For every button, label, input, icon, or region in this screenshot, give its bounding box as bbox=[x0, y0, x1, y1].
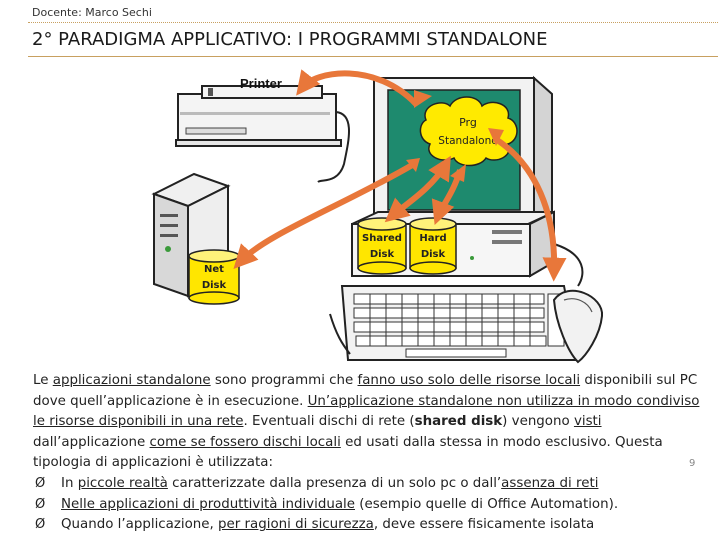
text-segment: ) vengono bbox=[502, 414, 574, 430]
text-segment-emph: assenza di reti bbox=[501, 475, 599, 491]
bullet-arrow-icon: Ø bbox=[35, 475, 46, 491]
text-segment-bold: shared disk bbox=[414, 414, 503, 430]
text-segment: sono programmi che bbox=[210, 373, 358, 388]
text-segment: ed usati dalla stessa in modo esclusivo.… bbox=[33, 434, 663, 471]
standalone-diagram: Printer Net Disk Prg Standalone bbox=[151, 69, 604, 364]
intro-paragraph: Le applicazioni standalone sono programm… bbox=[33, 371, 713, 474]
mouse bbox=[552, 289, 604, 364]
hard-disk-label-line1: Hard bbox=[419, 233, 446, 244]
page-title: 2° PARADIGMA APPLICATIVO: I PROGRAMMI ST… bbox=[32, 29, 548, 50]
text-segment: . Eventuali dischi di rete ( bbox=[243, 414, 415, 430]
hard-disk: Hard Disk bbox=[409, 217, 457, 275]
text-segment-emph: come se fossero dischi locali bbox=[149, 434, 341, 450]
keyboard bbox=[340, 285, 580, 361]
text-segment: disponibili sul PC dove quell’applicazio… bbox=[33, 373, 698, 409]
body-text: Le applicazioni standalone sono programm… bbox=[33, 371, 713, 536]
printer-label: Printer bbox=[240, 76, 282, 91]
net-disk: Net Disk bbox=[188, 249, 240, 305]
page-number: 9 bbox=[689, 458, 696, 469]
shared-disk-label-line1: Shared bbox=[362, 233, 402, 244]
list-item: Ø Quando l’applicazione, per ragioni di s… bbox=[33, 515, 713, 536]
list-item: Ø Nelle applicazioni di produttività indi… bbox=[33, 495, 713, 516]
list-item: Ø In piccole realtà caratterizzate dalla … bbox=[33, 474, 713, 495]
text-segment-emph: per ragioni di sicurezza bbox=[218, 517, 374, 533]
shared-disk-label-line2: Disk bbox=[370, 249, 395, 260]
prg-label-line2: Standalone bbox=[438, 135, 497, 147]
usage-list: Ø In piccole realtà caratterizzate dalla … bbox=[33, 474, 713, 536]
text-segment-emph: fanno uso solo delle risorse locali bbox=[357, 373, 581, 388]
shared-disk: Shared Disk bbox=[357, 217, 407, 275]
text-segment: caratterizzate dalla presenza di un solo… bbox=[167, 475, 502, 491]
bullet-arrow-icon: Ø bbox=[35, 496, 46, 512]
text-segment-emph: piccole realtà bbox=[77, 475, 168, 491]
header-divider bbox=[28, 22, 718, 23]
text-segment-emph: applicazioni standalone bbox=[52, 373, 211, 388]
hard-disk-label-line2: Disk bbox=[421, 249, 446, 260]
text-segment: In bbox=[61, 475, 78, 491]
text-segment-emph: visti bbox=[573, 414, 602, 430]
program-cloud: Prg Standalone bbox=[419, 96, 518, 167]
net-disk-label-line2: Disk bbox=[202, 280, 227, 291]
text-segment: , deve essere fisicamente isolata bbox=[373, 517, 595, 533]
text-segment: dall’applicazione bbox=[33, 434, 150, 450]
text-segment: Quando l’applicazione, bbox=[61, 517, 219, 533]
access-arrows bbox=[233, 69, 567, 282]
prg-label-line1: Prg bbox=[459, 116, 477, 129]
title-divider bbox=[28, 56, 718, 57]
text-segment: Le bbox=[33, 373, 53, 388]
docente-label: Docente: Marco Sechi bbox=[32, 6, 152, 19]
net-disk-label-line1: Net bbox=[204, 264, 224, 275]
printer-illustration: Printer bbox=[175, 76, 342, 147]
bullet-arrow-icon: Ø bbox=[35, 517, 46, 533]
text-segment-emph: Nelle applicazioni di produttività indiv… bbox=[61, 496, 355, 512]
text-segment-emph: Un’applicazione standalone non utilizza … bbox=[33, 393, 700, 430]
text-segment: (esempio quelle di Office Automation). bbox=[354, 496, 619, 512]
